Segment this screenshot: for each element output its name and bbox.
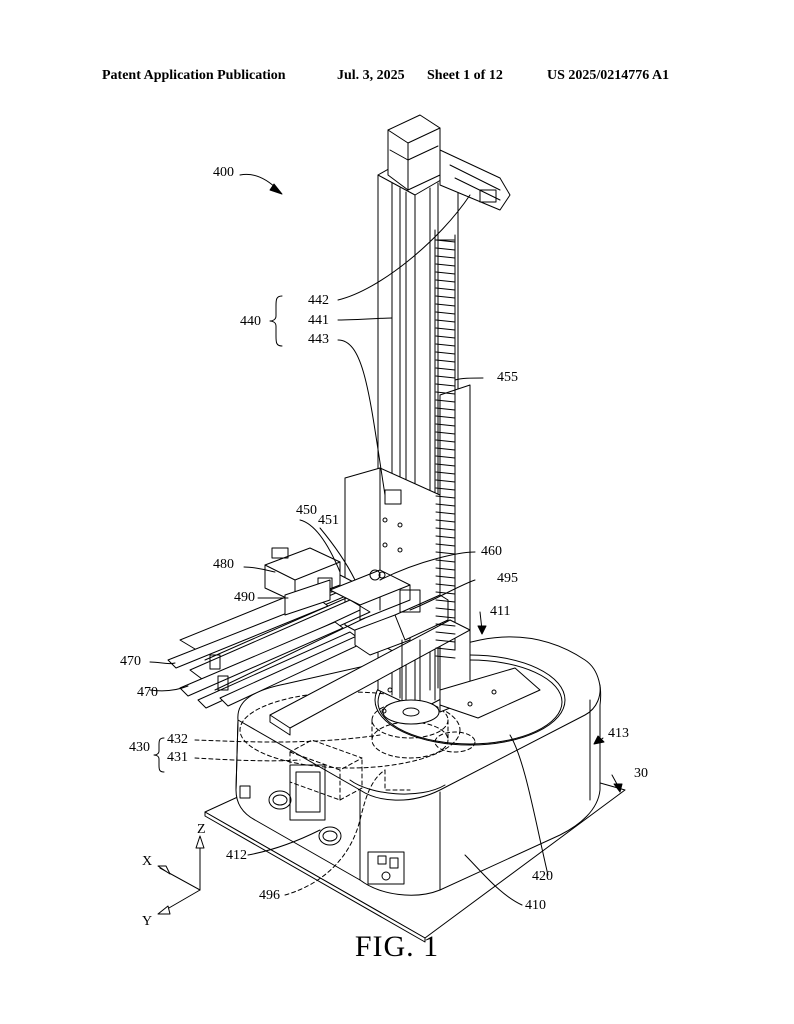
drag-chain-link <box>435 623 456 627</box>
drag-chain-link <box>435 447 456 451</box>
drag-chain-link <box>435 551 456 555</box>
braces <box>153 295 283 773</box>
drag-chain-link <box>435 471 456 475</box>
label-441: 441 <box>308 313 329 328</box>
label-450: 450 <box>296 503 317 518</box>
drag-chain-link <box>435 359 456 363</box>
drag-chain-link <box>435 367 456 371</box>
drag-chain-link <box>435 319 456 323</box>
drag-chain-link <box>435 631 456 635</box>
label-470-lower: 470 <box>137 685 158 700</box>
header-publication: Patent Application Publication <box>102 68 286 83</box>
label-400: 400 <box>213 165 234 180</box>
drag-chain-link <box>435 239 456 243</box>
axis-label-z: Z <box>197 822 206 837</box>
axis-label-y: Y <box>142 914 153 929</box>
drag-chain-link <box>435 543 456 547</box>
drag-chain-link <box>435 351 456 355</box>
drag-chain-link <box>435 615 456 619</box>
label-496: 496 <box>259 888 280 903</box>
label-455: 455 <box>497 370 518 385</box>
drag-chain-link <box>435 479 456 483</box>
drag-chain-link <box>435 607 456 611</box>
label-490: 490 <box>234 590 255 605</box>
drag-chain-link <box>435 647 456 651</box>
drag-chain-link <box>435 495 456 499</box>
drag-chain-link <box>435 575 456 579</box>
label-30: 30 <box>634 766 648 781</box>
label-413: 413 <box>608 726 629 741</box>
drag-chain-link <box>435 431 456 435</box>
label-443: 443 <box>308 332 329 347</box>
figure-caption: FIG. 1 <box>354 930 440 963</box>
drag-chain-link <box>435 255 456 259</box>
drag-chain-link <box>435 375 456 379</box>
drag-chain-link <box>435 487 456 491</box>
label-432: 432 <box>167 732 188 747</box>
label-440: 440 <box>240 314 261 329</box>
label-460: 460 <box>481 544 502 559</box>
drag-chain-link <box>435 407 456 411</box>
drag-chain-link <box>435 567 456 571</box>
drag-chain-link <box>435 655 456 659</box>
drag-chain-link <box>435 527 456 531</box>
label-431: 431 <box>167 750 188 765</box>
axes-triad <box>157 835 205 915</box>
label-412: 412 <box>226 848 247 863</box>
drag-chain-link <box>435 519 456 523</box>
label-442: 442 <box>308 293 329 308</box>
label-420: 420 <box>532 869 553 884</box>
leader-lines <box>149 173 623 906</box>
drag-chain-link <box>435 335 456 339</box>
drag-chain-link <box>435 511 456 515</box>
drag-chain-link <box>435 279 456 283</box>
drag-chain-link <box>435 399 456 403</box>
label-470-upper: 470 <box>120 654 141 669</box>
drag-chain-link <box>435 455 456 459</box>
header-patent-number: US 2025/0214776 A1 <box>547 68 670 83</box>
drag-chain-link <box>435 263 456 267</box>
label-480: 480 <box>213 557 234 572</box>
drag-chain-link <box>435 503 456 507</box>
drag-chain-link <box>435 639 456 643</box>
drag-chain-link <box>435 439 456 443</box>
axis-label-x: X <box>142 854 153 869</box>
label-411: 411 <box>490 604 511 619</box>
drag-chain-link <box>435 391 456 395</box>
drag-chain-link <box>435 327 456 331</box>
drag-chain-link <box>435 295 456 299</box>
drag-chain-link <box>435 535 456 539</box>
drag-chain-link <box>435 311 456 315</box>
drag-chain-link <box>435 415 456 419</box>
drag-chain-link <box>435 271 456 275</box>
drag-chain-link <box>435 423 456 427</box>
hidden-components <box>239 691 476 801</box>
drag-chain-link <box>435 287 456 291</box>
header-sheet: Sheet 1 of 12 <box>427 68 503 83</box>
drag-chain-link <box>435 463 456 467</box>
drag-chain-link <box>435 591 456 595</box>
drag-chain-link <box>435 559 456 563</box>
central-shaft <box>381 639 440 725</box>
label-495: 495 <box>497 571 518 586</box>
drag-chain-link <box>435 383 456 387</box>
drag-chain-link <box>435 343 456 347</box>
label-410: 410 <box>525 898 546 913</box>
header-date: Jul. 3, 2025 <box>337 68 405 83</box>
drag-chain-link <box>435 599 456 603</box>
label-430: 430 <box>129 740 150 755</box>
drag-chain-link <box>435 247 456 251</box>
drag-chain-link <box>435 583 456 587</box>
drag-chain-link <box>435 303 456 307</box>
label-451: 451 <box>318 513 339 528</box>
